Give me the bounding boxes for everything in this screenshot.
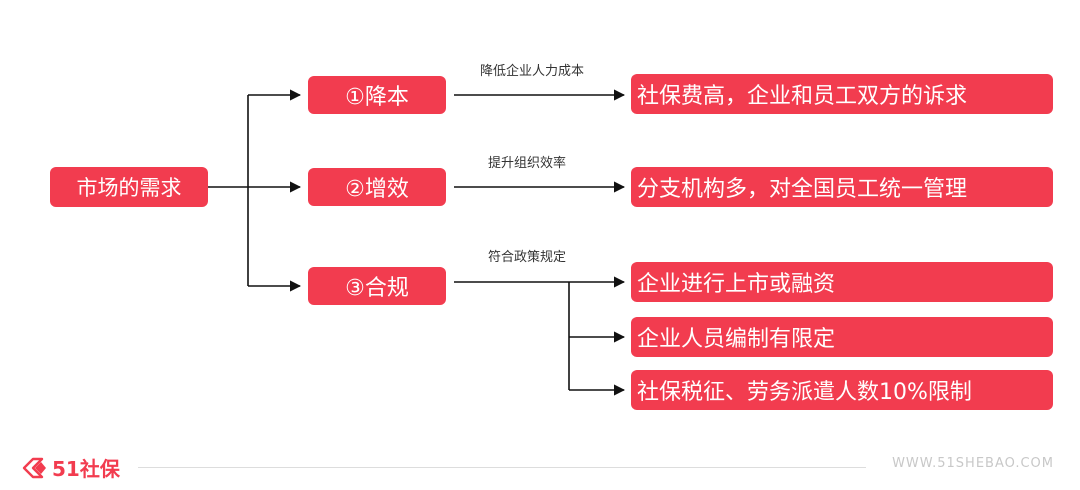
target-node-4: 企业人员编制有限定 [631,317,1053,357]
footer-logo: 51社保 [22,453,120,482]
51shebao-logo-icon [22,457,46,478]
branch-node-efficiency: ②增效 [308,168,446,206]
logo-text: 51社保 [52,457,120,481]
target-node-1: 社保费高，企业和员工双方的诉求 [631,74,1053,114]
edge-label-compliance: 符合政策规定 [487,250,567,265]
edge-label-cost: 降低企业人力成本 [479,64,585,79]
footer-divider [138,467,866,468]
target-node-5: 社保税征、劳务派遣人数10%限制 [631,370,1053,410]
branch-node-compliance: ③合规 [308,267,446,305]
footer-url: WWW.51SHEBAO.COM [892,456,1054,471]
edge-label-efficiency: 提升组织效率 [487,156,567,171]
root-node: 市场的需求 [50,167,208,207]
branch-node-cost: ①降本 [308,76,446,114]
target-node-3: 企业进行上市或融资 [631,262,1053,302]
target-node-2: 分支机构多，对全国员工统一管理 [631,167,1053,207]
